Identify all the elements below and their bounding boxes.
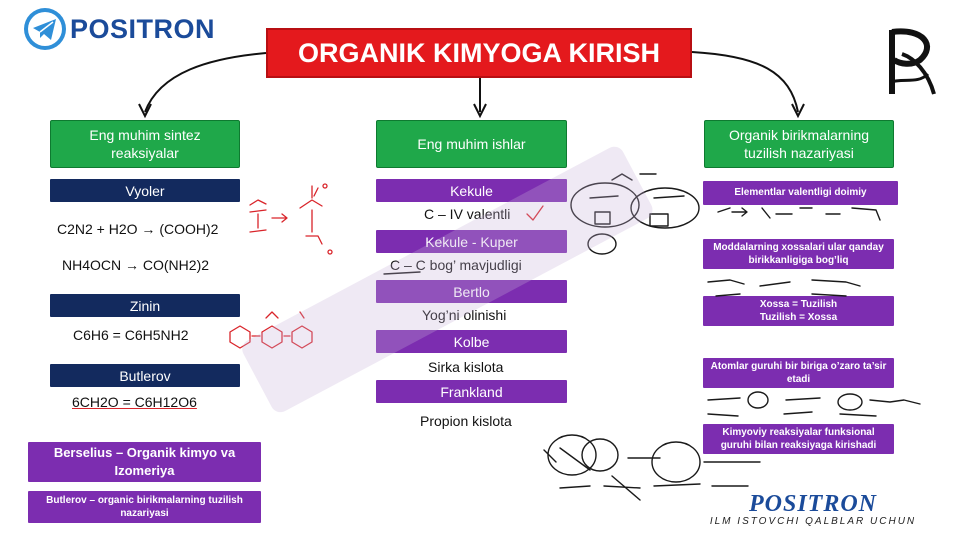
check-mark xyxy=(526,205,544,221)
label-kekule: Kekule xyxy=(376,179,567,202)
label-kekule-kuper: Kekule - Kuper xyxy=(376,230,567,253)
vyoler-sketch xyxy=(249,183,333,255)
underline-cc xyxy=(383,271,421,275)
logo: POSITRON xyxy=(22,6,222,52)
butlerov-theory-box: Butlerov – organic birikmalarning tuzili… xyxy=(28,491,261,523)
zinin-sketch xyxy=(229,311,313,349)
text-kekule-kuper: C – C bog’ mavjudligi xyxy=(390,257,522,273)
eq-zinin: C6H6 = C6H5NH2 xyxy=(73,327,189,343)
valence-notes xyxy=(717,207,881,221)
logo-text: POSITRON xyxy=(70,13,216,44)
fact-valentlik: Elementlar valentligi doimiy xyxy=(703,181,898,205)
fact-kimyoviy-reaksiyalar: Kimyoviy reaksiyalar funksional guruhi b… xyxy=(703,424,894,454)
fact-xossalar: Moddalarning xossalari ular qanday birik… xyxy=(703,239,894,269)
heading-tuzilish-nazariyasi: Organik birikmalarning tuzilish nazariya… xyxy=(704,120,894,168)
kekule-sketch xyxy=(570,173,700,255)
eq-butlerov: 6CH2O = C6H12O6 xyxy=(72,394,197,410)
text-kolbe: Sirka kislota xyxy=(428,359,504,375)
fact-xossa-tuzilish: Xossa = Tuzilish Tuzilish = Xossa xyxy=(703,296,894,326)
page-title: ORGANIK KIMYOGA KIRISH xyxy=(266,28,692,78)
label-butlerov: Butlerov xyxy=(50,364,240,387)
berselius-box: Berselius – Organik kimyo va Izomeriya xyxy=(28,442,261,482)
label-vyoler: Vyoler xyxy=(50,179,240,202)
fact-xossa-tuzilish-line1: Xossa = Tuzilish xyxy=(759,298,838,310)
text-bertlo: Yog’ni olinishi xyxy=(422,307,506,323)
eq-vyoler-1: C2N2 + H2O → (COOH)2 xyxy=(57,221,219,237)
label-zinin: Zinin xyxy=(50,294,240,317)
positron-p-emblem xyxy=(889,28,936,95)
heading-muhim-ishlar: Eng muhim ishlar xyxy=(376,120,567,168)
footer-brand-name: POSITRON xyxy=(748,491,877,517)
label-kolbe: Kolbe xyxy=(376,330,567,353)
footer-slogan: ILM ISTOVCHI QALBLAR UCHUN xyxy=(709,516,917,527)
footer-brand: POSITRON ILM ISTOVCHI QALBLAR UCHUN xyxy=(694,492,932,528)
telegram-icon xyxy=(24,8,66,50)
atomlar-notes xyxy=(707,391,921,417)
fact-atomlar-guruhi: Atomlar guruhi bir biriga o’zaro ta’sir … xyxy=(703,358,894,388)
fact-xossa-tuzilish-line2: Tuzilish = Xossa xyxy=(759,312,838,323)
heading-sintez-reaksiyalar: Eng muhim sintez reaksiyalar xyxy=(50,120,240,168)
text-frankland: Propion kislota xyxy=(420,413,512,429)
xossa-notes xyxy=(707,279,861,297)
text-kekule: C – IV valentli xyxy=(424,206,511,222)
eq-vyoler-2: NH4OCN → CO(NH2)2 xyxy=(62,257,210,273)
label-bertlo: Bertlo xyxy=(376,280,567,303)
label-frankland: Frankland xyxy=(376,380,567,403)
reaction-sketch xyxy=(543,434,761,501)
